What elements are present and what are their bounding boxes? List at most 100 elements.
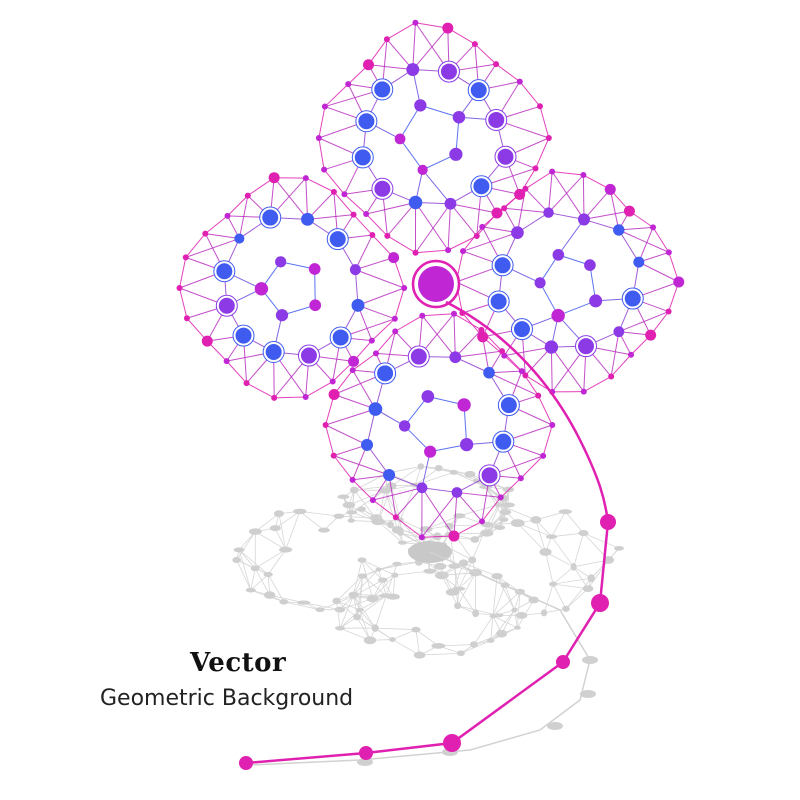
- shadow-line: [457, 572, 476, 606]
- shadow-node: [530, 516, 542, 524]
- shadow-line: [425, 515, 460, 530]
- stem-node: [443, 734, 461, 752]
- network-node: [501, 205, 508, 212]
- shadow-line: [517, 522, 546, 553]
- shadow-line: [504, 585, 515, 611]
- shadow-node: [434, 571, 449, 580]
- network-node: [580, 172, 587, 179]
- shadow-line: [449, 524, 488, 527]
- network-node: [414, 99, 427, 112]
- network-node: [348, 355, 360, 367]
- shadow-line: [551, 536, 574, 568]
- shadow-line: [254, 568, 271, 596]
- shadow-node: [378, 487, 392, 494]
- shadow-line: [391, 466, 422, 487]
- shadow-node: [349, 486, 359, 494]
- shadow-node: [273, 510, 284, 518]
- network-node: [308, 263, 321, 275]
- network-node: [412, 249, 419, 256]
- network-line: [354, 234, 373, 270]
- network-line: [226, 360, 247, 384]
- shadow-line: [517, 591, 521, 628]
- network-line: [447, 235, 477, 251]
- shadow-node: [587, 574, 595, 583]
- shadow-node: [511, 607, 518, 613]
- shadow-line: [338, 515, 377, 519]
- shadow-line: [356, 616, 371, 641]
- network-node: [645, 329, 657, 341]
- network-line: [520, 455, 544, 479]
- network-node: [522, 185, 529, 192]
- network-node: [650, 224, 657, 231]
- shadow-line: [385, 563, 398, 596]
- shadow-node: [456, 650, 465, 657]
- shadow-node: [233, 547, 245, 553]
- network-line: [415, 202, 449, 251]
- clover-nodes: [176, 19, 685, 542]
- network-node: [182, 254, 189, 261]
- network-node: [448, 530, 460, 542]
- network-node: [532, 165, 539, 172]
- shadow-node: [293, 508, 307, 515]
- network-line: [456, 491, 501, 498]
- shadow-line: [285, 511, 301, 550]
- shadow-line: [490, 609, 515, 641]
- network-node: [368, 402, 383, 416]
- shadow-line: [439, 566, 453, 593]
- shadow-line: [278, 513, 287, 550]
- network-line: [609, 189, 620, 231]
- network-node: [349, 367, 356, 374]
- network-line: [618, 229, 640, 263]
- shadow-line: [452, 562, 464, 593]
- shadow-node: [494, 525, 506, 530]
- shadow-node: [264, 591, 276, 599]
- shadow-line: [378, 569, 387, 596]
- shadow-node: [346, 510, 358, 515]
- shadow-line: [492, 609, 515, 617]
- network-line: [371, 318, 396, 341]
- center-hub-node: [418, 266, 454, 302]
- network-node: [491, 207, 503, 219]
- network-node: [224, 212, 231, 219]
- shadow-node: [491, 573, 503, 580]
- shadow-node: [570, 563, 577, 571]
- network-node: [513, 321, 530, 338]
- shadow-line: [399, 519, 438, 537]
- network-line: [366, 202, 416, 215]
- network-node: [374, 180, 391, 197]
- shadow-node: [371, 624, 379, 632]
- network-node: [497, 148, 514, 165]
- network-node: [330, 452, 337, 459]
- network-line: [519, 81, 541, 107]
- network-line: [352, 444, 368, 481]
- network-node: [398, 420, 411, 432]
- shadow-line: [275, 511, 301, 529]
- network-line: [318, 106, 326, 139]
- network-node: [478, 326, 485, 333]
- network-line: [372, 499, 397, 518]
- shadow-line: [267, 549, 286, 575]
- shadow-line: [250, 568, 256, 591]
- network-node: [514, 188, 526, 200]
- network-node: [321, 103, 328, 110]
- network-line: [525, 188, 549, 214]
- shadow-line: [583, 532, 620, 549]
- shadow-node: [582, 585, 594, 592]
- shadow-line: [254, 549, 286, 569]
- network-line: [453, 313, 482, 331]
- shadow-node: [468, 556, 477, 564]
- shadow-line: [353, 569, 379, 595]
- network-node: [424, 445, 437, 458]
- network-line: [386, 22, 416, 40]
- network-node: [451, 487, 463, 498]
- shadow-node: [449, 469, 458, 475]
- network-line: [456, 492, 483, 522]
- network-node: [265, 344, 282, 361]
- shadow-node: [514, 625, 521, 630]
- shadow-node: [363, 636, 377, 645]
- network-node: [445, 247, 452, 254]
- network-line: [394, 315, 423, 332]
- shadow-node: [417, 463, 425, 470]
- network-node: [301, 212, 315, 226]
- network-line: [550, 347, 553, 392]
